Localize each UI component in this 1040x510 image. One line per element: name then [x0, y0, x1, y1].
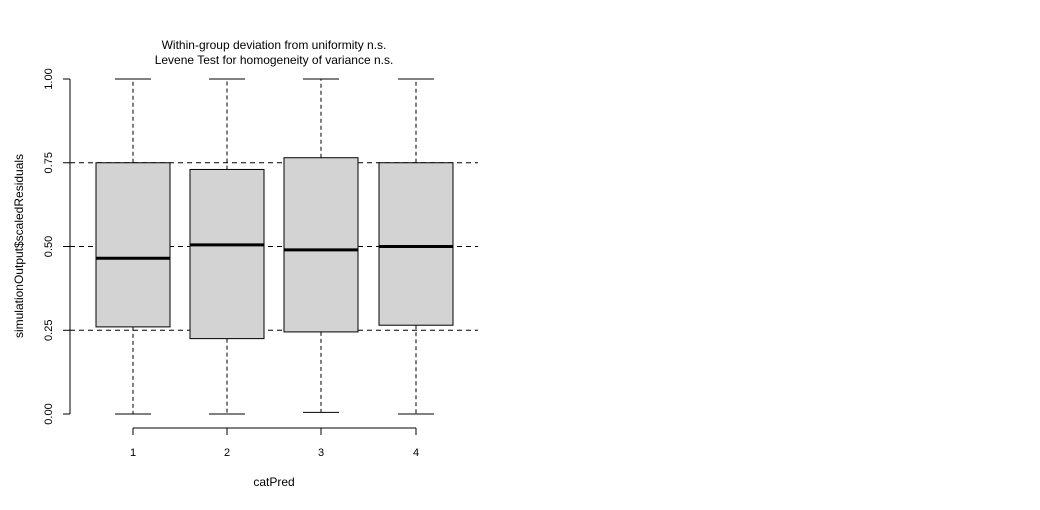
y-axis: 0.00 0.25 0.50 0.75 1.00	[43, 68, 71, 425]
box-1	[95, 78, 171, 415]
box-2	[189, 78, 265, 415]
box-4	[378, 78, 454, 415]
iqr-box	[95, 162, 171, 328]
x-tick-label: 3	[318, 447, 324, 459]
iqr-box	[283, 157, 359, 333]
y-tick-label: 0.50	[43, 236, 55, 257]
x-axis-label: catPred	[253, 475, 294, 489]
y-tick-label: 0.75	[43, 152, 55, 173]
x-axis: 1 2 3 4	[130, 427, 419, 459]
x-tick-label: 1	[130, 447, 136, 459]
boxes	[95, 78, 454, 415]
title-line-1: Within-group deviation from uniformity n…	[162, 38, 387, 52]
title-line-2: Levene Test for homogeneity of variance …	[155, 53, 394, 67]
iqr-box	[378, 162, 454, 326]
y-tick-label: 1.00	[43, 68, 55, 89]
y-tick-label: 0.25	[43, 320, 55, 341]
x-tick-label: 2	[224, 447, 230, 459]
y-tick-label: 0.00	[43, 403, 55, 424]
chart-title: Within-group deviation from uniformity n…	[155, 38, 394, 67]
box-3	[283, 78, 359, 413]
x-tick-label: 4	[413, 447, 419, 459]
iqr-box	[189, 168, 265, 340]
y-axis-label: simulationOutput$scaledResiduals	[12, 154, 26, 338]
